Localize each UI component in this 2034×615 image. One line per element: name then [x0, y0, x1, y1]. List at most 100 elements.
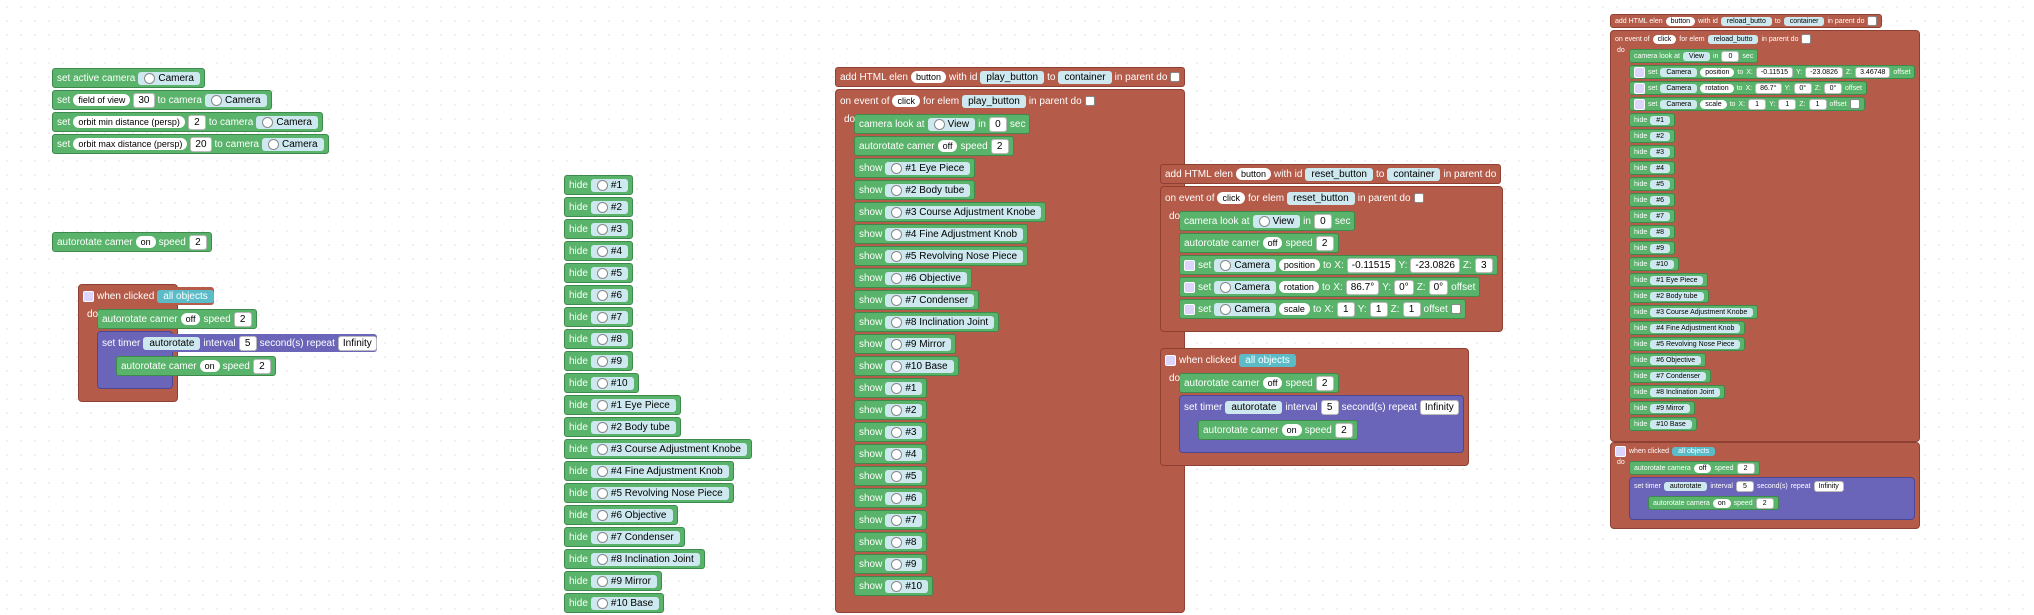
- timer-name[interactable]: autorotate: [143, 336, 201, 350]
- property-dropdown[interactable]: orbit min distance (persp): [73, 116, 185, 128]
- part-visibility-block[interactable]: hide#6 Objective: [1629, 353, 1707, 367]
- part-visibility-block[interactable]: hide#10 Base: [1629, 417, 1697, 431]
- part-visibility-block[interactable]: show#2 Body tube: [854, 180, 976, 200]
- gear-icon[interactable]: [1184, 259, 1195, 271]
- part-visibility-block[interactable]: hide#4 Fine Adjustment Knob: [564, 461, 734, 481]
- part-ref[interactable]: #6 Objective: [1650, 355, 1702, 365]
- part-visibility-block[interactable]: hide#7: [1629, 209, 1676, 223]
- view-ref[interactable]: View: [1252, 214, 1301, 228]
- element-id[interactable]: play_button: [980, 70, 1045, 84]
- duration-value[interactable]: 0: [988, 116, 1007, 132]
- part-ref[interactable]: #10 Base: [1650, 419, 1692, 429]
- part-ref[interactable]: #4 Fine Adjustment Knob: [590, 464, 729, 478]
- part-visibility-block[interactable]: hide#2: [564, 197, 634, 217]
- onoff-dropdown[interactable]: off: [180, 313, 201, 325]
- onoff-dropdown[interactable]: on: [199, 360, 220, 372]
- z-value[interactable]: 3: [1474, 257, 1493, 273]
- part-visibility-block[interactable]: hide#7 Condenser: [1629, 369, 1712, 383]
- camera-ref[interactable]: Camera: [1660, 67, 1698, 77]
- container-id[interactable]: container: [1783, 16, 1825, 26]
- property-dropdown[interactable]: field of view: [73, 94, 131, 106]
- property-dropdown[interactable]: rotation: [1278, 281, 1319, 293]
- y-value[interactable]: 0°: [1394, 279, 1414, 295]
- speed-value[interactable]: 2: [1755, 497, 1774, 509]
- part-ref[interactable]: #5 Revolving Nose Piece: [885, 249, 1024, 263]
- part-visibility-block[interactable]: hide#1: [1629, 113, 1676, 127]
- part-ref[interactable]: #2: [590, 200, 629, 214]
- checkbox[interactable]: [1867, 16, 1878, 26]
- property-dropdown[interactable]: position: [1278, 259, 1320, 271]
- part-ref[interactable]: #4: [590, 244, 629, 258]
- x-value[interactable]: -0.11515: [1346, 257, 1396, 273]
- part-ref[interactable]: #1 Eye Piece: [885, 161, 971, 175]
- repeat-value[interactable]: Infinity: [337, 335, 377, 351]
- part-ref[interactable]: #9: [1650, 243, 1671, 253]
- gear-icon[interactable]: [83, 290, 94, 302]
- part-visibility-block[interactable]: show#4 Fine Adjustment Knob: [854, 224, 1029, 244]
- part-ref[interactable]: #6 Objective: [885, 271, 967, 285]
- gear-icon[interactable]: [1184, 303, 1195, 315]
- part-visibility-block[interactable]: hide#5 Revolving Nose Piece: [1629, 337, 1746, 351]
- gear-icon[interactable]: [1634, 98, 1645, 110]
- checkbox[interactable]: [1084, 96, 1095, 106]
- part-visibility-block[interactable]: hide#4 Fine Adjustment Knob: [1629, 321, 1746, 335]
- part-visibility-block[interactable]: hide#3: [564, 219, 634, 239]
- part-visibility-block[interactable]: show#4: [854, 444, 928, 464]
- fov-value[interactable]: 30: [133, 92, 155, 108]
- z-value[interactable]: 3.46748: [1855, 66, 1891, 78]
- part-visibility-block[interactable]: hide#5 Revolving Nose Piece: [564, 483, 734, 503]
- x-value[interactable]: 1: [1748, 98, 1767, 110]
- part-ref[interactable]: #1 Eye Piece: [1650, 275, 1704, 285]
- part-visibility-block[interactable]: hide#6 Objective: [564, 505, 678, 525]
- part-ref[interactable]: #9 Mirror: [1650, 403, 1691, 413]
- part-ref[interactable]: #9 Mirror: [590, 574, 657, 588]
- part-ref[interactable]: #6: [885, 491, 923, 505]
- part-ref[interactable]: #5: [885, 469, 923, 483]
- part-visibility-block[interactable]: hide#7: [564, 307, 634, 327]
- target-dropdown[interactable]: all objects: [157, 289, 214, 303]
- part-visibility-block[interactable]: show#2: [854, 400, 928, 420]
- part-visibility-block[interactable]: hide#4: [1629, 161, 1676, 175]
- part-visibility-block[interactable]: hide#2: [1629, 129, 1676, 143]
- part-ref[interactable]: #4 Fine Adjustment Knob: [885, 227, 1024, 241]
- part-visibility-block[interactable]: hide#9 Mirror: [1629, 401, 1696, 415]
- part-ref[interactable]: #1: [885, 381, 923, 395]
- part-visibility-block[interactable]: show#9: [854, 554, 928, 574]
- part-ref[interactable]: #3: [590, 222, 629, 236]
- part-ref[interactable]: #4: [885, 447, 923, 461]
- gear-icon[interactable]: [1634, 66, 1645, 78]
- element-type-dropdown[interactable]: button: [1665, 16, 1696, 26]
- checkbox[interactable]: [1801, 34, 1812, 44]
